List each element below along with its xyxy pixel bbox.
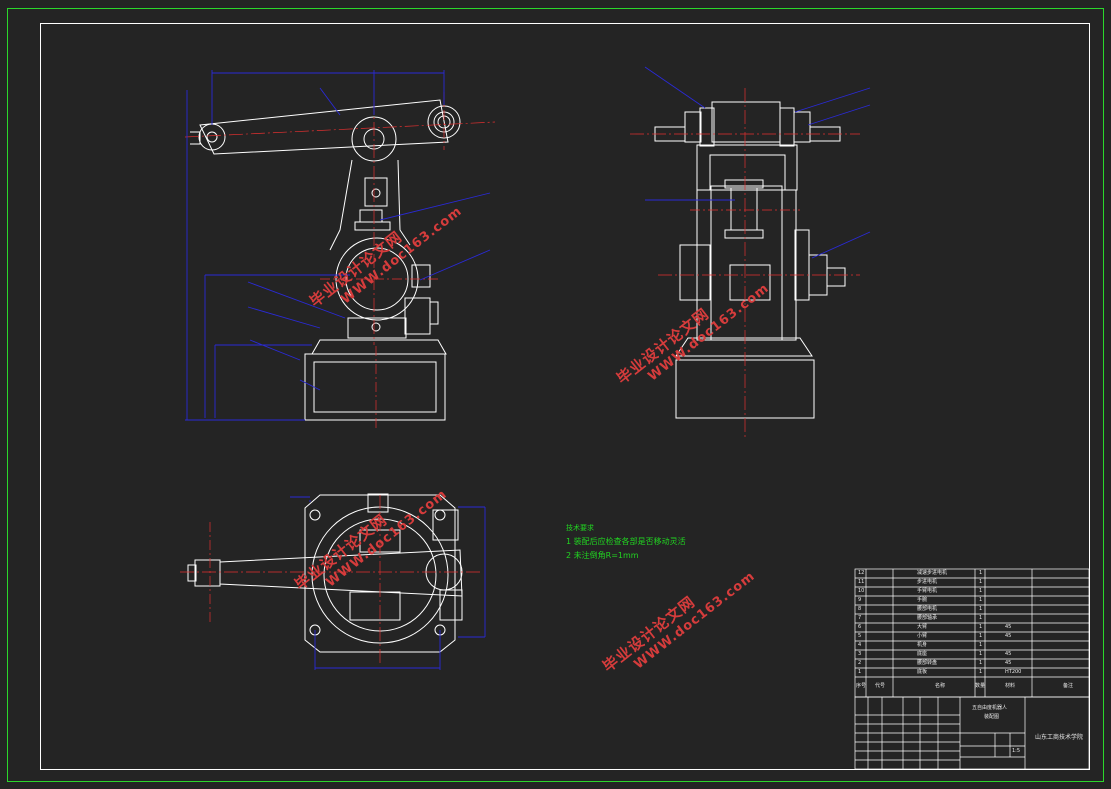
part-name: 腰部转盘 [917,660,938,666]
header-no: 序号 [856,683,867,689]
part-material: 45 [1005,651,1012,657]
part-no: 8 [858,606,862,612]
top-view-centerlines [180,495,480,665]
part-name: 底板 [917,669,928,675]
table-row: 3 底座 1 45 [855,650,1089,659]
part-name: 手臂电机 [917,588,938,594]
part-material: 45 [1005,624,1012,630]
parts-list-header: 序号 代号 名称 数量 材料 备注 [855,682,1089,691]
part-material: HT200 [1005,669,1022,675]
part-name: 小臂 [917,633,928,639]
drawing-border [40,23,1090,770]
header-material: 材料 [1005,683,1016,689]
part-qty: 1 [979,642,983,648]
table-row: 5 小臂 1 45 [855,632,1089,641]
notes-item-2: 2 未注倒角R=1mm [566,551,639,560]
front-view-dimensions [185,70,491,421]
part-no: 9 [858,597,862,603]
part-qty: 1 [979,633,983,639]
table-row: 11 步进电机 1 [855,578,1089,587]
part-qty: 1 [979,606,983,612]
table-row: 4 机身 1 [855,641,1089,650]
header-remark: 备注 [1063,683,1074,689]
part-name: 腰部轴承 [917,615,938,621]
part-name: 大臂 [917,624,928,630]
table-row: 2 腰部转盘 1 45 [855,659,1089,668]
table-row: 6 大臂 1 45 [855,623,1089,632]
scale-value: 1:5 [1012,748,1021,754]
side-view [654,101,846,419]
part-qty: 1 [979,660,983,666]
drawing-name-line1: 五自由度机器人 [972,705,1008,711]
school-name: 山东工商技术学院 [1035,734,1084,741]
part-qty: 1 [979,669,983,675]
part-qty: 1 [979,597,983,603]
drawing-name-line2: 装配图 [984,714,1000,720]
part-name: 腰部电机 [917,606,938,612]
part-material: 45 [1005,633,1012,639]
outer-frame [7,8,1104,782]
technical-notes: 技术要求 1 装配后应检查各部是否移动灵活 2 未注倒角R=1mm [566,521,686,563]
parts-list-grid [854,568,1090,770]
part-name: 减速步进电机 [917,570,948,576]
notes-title: 技术要求 [566,524,594,532]
side-view-dimensions [644,66,871,259]
part-qty: 1 [979,624,983,630]
part-name: 底座 [917,651,928,657]
part-name: 步进电机 [917,579,938,585]
part-qty: 1 [979,651,983,657]
part-no: 6 [858,624,862,630]
part-no: 5 [858,633,862,639]
part-qty: 1 [979,570,983,576]
notes-item-1: 1 装配后应检查各部是否移动灵活 [566,537,686,546]
part-no: 1 [858,669,862,675]
table-row: 9 手腕 1 [855,596,1089,605]
header-name: 名称 [935,683,946,689]
table-row: 10 手臂电机 1 [855,587,1089,596]
top-view-dimensions [290,496,486,670]
header-code: 代号 [875,683,886,689]
front-view [190,99,461,421]
part-no: 12 [858,570,865,576]
part-no: 7 [858,615,862,621]
part-name: 手腕 [917,597,928,603]
table-row: 12 减速步进电机 1 [855,569,1089,578]
table-row: 8 腰部电机 1 [855,605,1089,614]
part-name: 机身 [917,642,928,648]
part-qty: 1 [979,588,983,594]
part-qty: 1 [979,579,983,585]
part-no: 10 [858,588,865,594]
part-no: 3 [858,651,862,657]
part-no: 2 [858,660,862,666]
part-no: 4 [858,642,862,648]
part-no: 11 [858,579,865,585]
part-qty: 1 [979,615,983,621]
part-material: 45 [1005,660,1012,666]
header-qty: 数量 [975,683,986,689]
table-row: 7 腰部轴承 1 [855,614,1089,623]
table-row: 1 底板 1 HT200 [855,668,1089,677]
side-view-centerlines [630,88,860,440]
